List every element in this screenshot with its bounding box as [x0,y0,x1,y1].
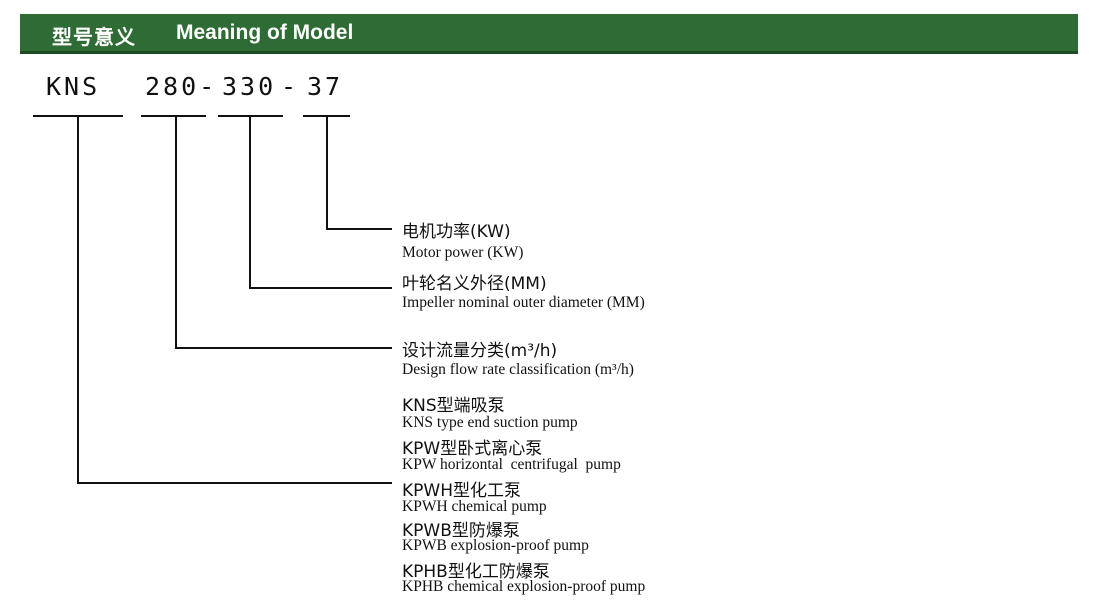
pump-type-kphb-en: KPHB chemical explosion-proof pump [402,578,646,595]
pump-type-kpw-en: KPW horizontal centrifugal pump [402,456,621,473]
header-title-cn: 型号意义 [52,25,136,49]
header-bar: 型号意义 Meaning of Model [20,14,1078,54]
connector-flow [175,116,392,349]
item-power-en: Motor power (KW) [402,244,524,261]
model-code-power: 37 [307,72,344,101]
item-flow-cn: 设计流量分类(m³/h) [402,341,558,361]
connector-power [326,116,392,230]
model-code-separator: - [281,72,300,101]
pump-type-kpwh-en: KPWH chemical pump [402,498,547,515]
item-impeller-cn: 叶轮名义外径(MM) [402,274,547,294]
header-title-en: Meaning of Model [176,21,354,44]
pump-type-kpwb-cn: KPWB型防爆泵 [402,521,520,541]
pump-type-kphb-cn: KPHB型化工防爆泵 [402,562,550,582]
pump-type-kpwb-en: KPWB explosion-proof pump [402,537,589,554]
item-flow-en: Design flow rate classification (m³/h) [402,361,634,378]
pump-type-kpw-cn: KPW型卧式离心泵 [402,439,543,459]
pump-type-kpwh-cn: KPWH型化工泵 [402,481,521,501]
model-code-impeller: 330 [222,72,277,101]
pump-type-kns-en: KNS type end suction pump [402,414,578,431]
connector-impeller [249,116,392,289]
item-power-cn: 电机功率(KW) [402,222,511,242]
pump-type-kns-cn: KNS型端吸泵 [402,396,505,416]
model-code-prefix: KNS [46,72,101,101]
connector-type [77,116,392,484]
item-impeller-en: Impeller nominal outer diameter (MM) [402,294,645,311]
model-code-flow: 280- [145,72,218,101]
